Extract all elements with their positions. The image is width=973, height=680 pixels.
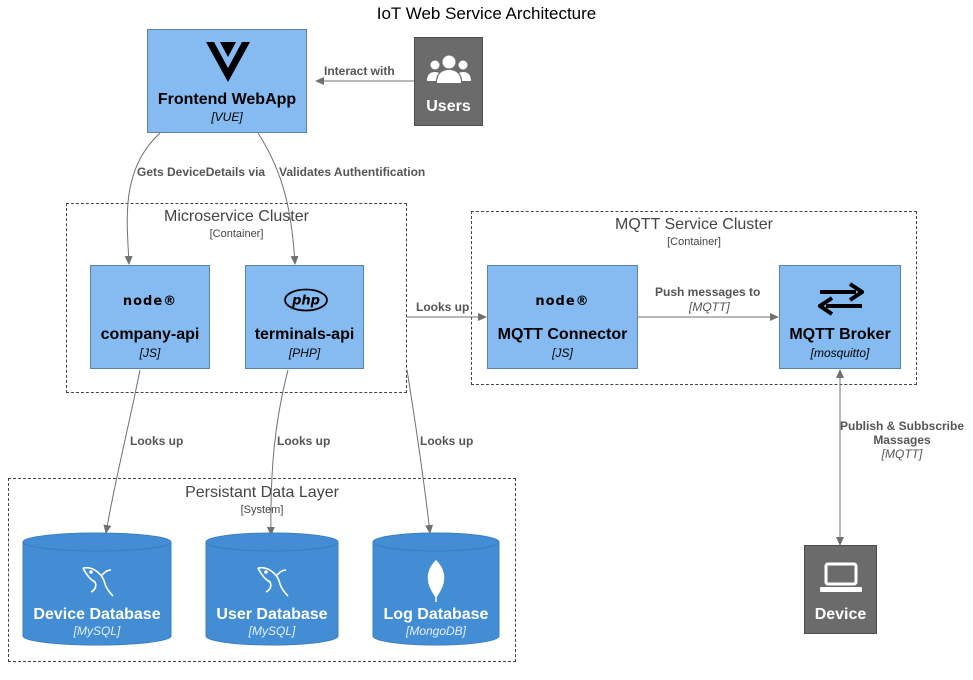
laptop-icon (820, 562, 862, 592)
mqtt-broker-node: MQTT Broker [mosquitto] (779, 265, 901, 369)
node-technology: [JS] (552, 346, 573, 360)
node-technology: [MongoDB] (405, 624, 467, 638)
edge-gets-details (124, 132, 161, 265)
mongodb-leaf-icon (427, 560, 445, 602)
edge-label-line: Publish & Subbscribe (839, 419, 965, 433)
edge-tech-push: [MQTT] (689, 300, 730, 314)
edge-label-looks-up-mqtt: Looks up (416, 300, 470, 314)
logo-text: node (535, 294, 576, 309)
node-technology: [VUE] (211, 110, 243, 124)
edge-looks-up-log-db (406, 369, 434, 534)
nodejs-logo-icon: node® (122, 294, 178, 309)
edge-label-gets-details: Gets DeviceDetails via (137, 165, 266, 179)
node-name: company-api (100, 326, 200, 343)
persistent-data-layer-cluster: Persistant Data Layer [System] (8, 478, 516, 662)
edge-label-interact: Interact with (324, 64, 395, 78)
node-name: MQTT Broker (789, 326, 891, 343)
logo-text: node (122, 294, 164, 309)
node-name: Device Database (33, 606, 161, 623)
cluster-title: Persistant Data Layer (185, 484, 339, 501)
user-database-cylinder (205, 532, 339, 646)
users-person: Users (414, 37, 483, 126)
cluster-title: Microservice Cluster (164, 208, 309, 225)
cluster-stereotype: [Container] (667, 236, 721, 248)
nodejs-logo-icon: node® (535, 294, 590, 309)
node-technology: [MySQL] (73, 624, 121, 638)
php-logo-icon: php (284, 288, 328, 312)
exchange-arrows-icon (818, 282, 864, 316)
edge-looks-up-user-db (266, 369, 289, 536)
node-name: Users (426, 98, 471, 115)
node-technology: [PHP] (288, 346, 321, 360)
edge-tech: [MQTT] (881, 447, 923, 461)
cluster-stereotype: [System] (240, 504, 284, 516)
microservice-cluster: Microservice Cluster [Container] (66, 203, 407, 393)
terminals-api-node: php terminals-api [PHP] (245, 265, 364, 369)
company-api-node: node® company-api [JS] (90, 265, 210, 369)
users-group-icon (427, 55, 471, 83)
node-name: terminals-api (254, 326, 355, 343)
diagram-title: IoT Web Service Architecture (376, 4, 597, 23)
node-technology: [MySQL] (248, 624, 296, 638)
logo-text: php (291, 294, 320, 309)
edge-label-publish: Publish & Subbscribe Massages [MQTT] (836, 419, 968, 461)
edge-looks-up-device-db (103, 369, 141, 534)
user-database-label: User Database [MySQL] (206, 606, 338, 638)
mysql-dolphin-icon (257, 566, 289, 597)
mysql-dolphin-icon (82, 566, 114, 597)
cluster-stereotype: [Container] (209, 228, 264, 240)
device-node: Device (804, 545, 877, 634)
frontend-webapp-node: Frontend WebApp [VUE] (147, 29, 307, 133)
node-name: Frontend WebApp (157, 91, 297, 108)
edge-label-push: Push messages to (655, 285, 761, 299)
node-name: MQTT Connector (497, 326, 628, 343)
node-name: Device (814, 606, 867, 623)
vue-logo-icon (206, 42, 250, 82)
edge-label-validates: Validates Authentification (279, 165, 426, 179)
device-database-cylinder (22, 532, 172, 646)
node-name: User Database (216, 606, 328, 623)
log-database-label: Log Database [MongoDB] (373, 606, 499, 638)
node-name: Log Database (383, 606, 489, 623)
mqtt-connector-node: node® MQTT Connector [JS] (487, 265, 638, 369)
edge-label-line: Massages (873, 433, 931, 447)
device-database-label: Device Database [MySQL] (23, 606, 171, 638)
edge-label-looks-up-log-db: Looks up (420, 434, 474, 448)
edge-label-looks-up-user-db: Looks up (277, 434, 331, 448)
edge-validates (257, 132, 299, 265)
edge-label-looks-up-device-db: Looks up (130, 434, 184, 448)
cluster-title: MQTT Service Cluster (615, 216, 773, 233)
node-technology: [mosquitto] (810, 346, 870, 360)
node-technology: [JS] (139, 346, 161, 360)
mqtt-service-cluster: MQTT Service Cluster [Container] (471, 211, 917, 385)
